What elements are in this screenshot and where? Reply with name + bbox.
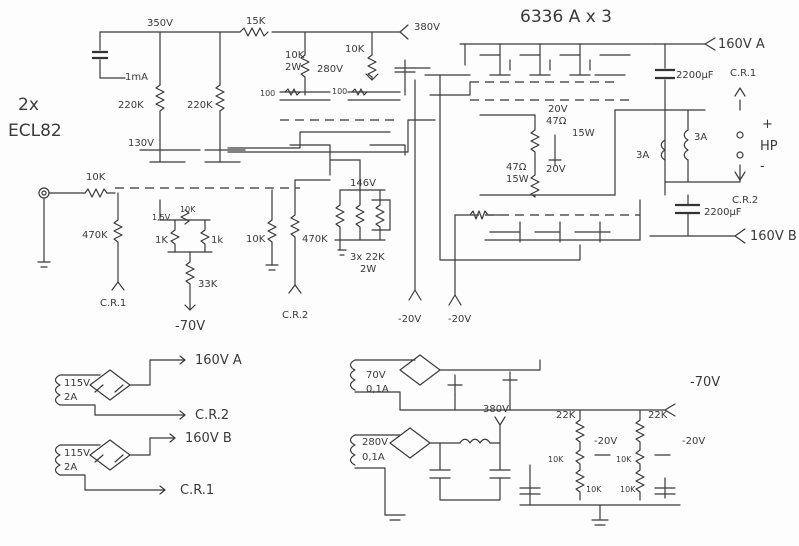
label-r100-b: 100: [332, 87, 347, 96]
label-c2200-top: 2200µF: [676, 70, 714, 81]
label-psu2-output: 160V B: [185, 431, 232, 446]
label-psu2-current: 2A: [64, 462, 77, 473]
label-r470k-a: 470K: [82, 230, 108, 241]
driver-stage: [279, 54, 431, 191]
label-r47-b-watt: 15W: [506, 174, 529, 185]
label-psu3-output: -70V: [690, 375, 720, 390]
label-r22k-b: 22K: [648, 410, 668, 421]
input-section: [37, 187, 125, 291]
label-350v: 350V: [147, 18, 173, 29]
label-r33k: 33K: [198, 279, 218, 290]
psu-minus70: [349, 354, 676, 417]
title-output-tubes: 6336 A x 3: [520, 7, 612, 27]
label-psu4-output: 380V: [483, 404, 509, 415]
label-r10k-c: 10K: [246, 234, 266, 245]
label-psu1-voltage: 115V: [64, 378, 90, 389]
label-r10k-g: 10K: [620, 485, 636, 494]
label-minus70v: -70V: [175, 319, 205, 334]
label-hp-minus: -: [760, 159, 765, 174]
label-r47-a-value: 47Ω: [546, 116, 567, 127]
label-cr2-mid: C.R.2: [282, 310, 308, 321]
label-psu3-current: 0,1A: [366, 384, 389, 395]
output-tubes-lower: [470, 199, 641, 243]
label-psu1-output: 160V A: [195, 353, 242, 368]
label-psu4-voltage: 280V: [362, 437, 388, 448]
label-160vb-right: 160V B: [750, 229, 797, 244]
label-c2200-bot: 2200µF: [704, 207, 742, 218]
input-jack-icon[interactable]: [38, 187, 50, 199]
label-r10k-f: 10K: [586, 485, 602, 494]
label-psu4-current: 0,1A: [362, 452, 385, 463]
hp-plus-terminal[interactable]: [736, 131, 744, 139]
label-160va-top: 160V A: [718, 37, 765, 52]
label-r10k-2w-watt: 2W: [285, 62, 301, 73]
label-hp-plus: +: [762, 117, 773, 132]
psu-160vb: [54, 433, 176, 495]
resistor-bank-3x22k: [334, 189, 391, 256]
label-minus20v-a: -20V: [398, 314, 421, 325]
label-r10k-2w: 10K: [285, 50, 305, 61]
label-146v: 146V: [350, 178, 376, 189]
label-r220k-b: 220K: [187, 100, 213, 111]
label-psu1-current: 2A: [64, 392, 77, 403]
label-r220k-a: 220K: [118, 100, 144, 111]
label-psu2-cr: C.R.1: [180, 483, 214, 498]
label-fuse-3a-b: 3A: [694, 132, 707, 143]
label-r15k: 15K: [246, 16, 266, 27]
label-r10k-in: 10K: [86, 172, 106, 183]
label-1v5: 1,5V: [152, 213, 171, 222]
label-minus20v-c: -20V: [594, 436, 617, 447]
psu-160va: [54, 355, 186, 420]
label-2w: 2W: [360, 264, 376, 275]
label-1ma: 1mA: [125, 72, 148, 83]
label-r10k-b: 10K: [345, 44, 365, 55]
title-ecl82-count: 2x: [18, 95, 39, 115]
output-tubes-upper: [459, 43, 666, 198]
ecl82-anode-resistors: [115, 84, 436, 189]
label-r47-b-value: 47Ω: [506, 162, 527, 173]
label-r10k-pot: 10K: [180, 205, 196, 214]
label-minus20v-d: -20V: [682, 436, 705, 447]
label-r10k-e: 10K: [616, 455, 632, 464]
label-3x22k: 3x 22K: [350, 252, 385, 263]
hp-minus-terminal[interactable]: [736, 151, 744, 159]
label-20v-b: 20V: [546, 164, 566, 175]
output-network: [649, 37, 746, 244]
label-cr2-right: C.R.2: [732, 195, 758, 206]
label-r100-a: 100: [260, 89, 275, 98]
top-rail: [92, 24, 409, 86]
grid-return-network: [265, 179, 331, 294]
label-280v: 280V: [317, 64, 343, 75]
title-ecl82: ECL82: [8, 121, 62, 141]
psu-380v: [349, 416, 511, 521]
label-380v-top: 380V: [414, 22, 440, 33]
label-r1k-a: 1K: [155, 235, 168, 246]
label-r47-a-watt: 15W: [572, 128, 595, 139]
label-r10k-d: 10K: [548, 455, 564, 464]
label-r1k-b: 1k: [211, 235, 223, 246]
label-minus20v-b: -20V: [448, 314, 471, 325]
label-cr1-top: C.R.1: [730, 68, 756, 79]
label-psu1-cr: C.R.2: [195, 408, 229, 423]
labels-layer: 6336 A x 3 2x ECL82 350V 15K 380V 160V A…: [8, 7, 797, 498]
label-r470k-b: 470K: [302, 234, 328, 245]
label-fuse-3a-a: 3A: [636, 150, 649, 161]
bias-divider-network: [519, 409, 681, 526]
label-psu2-voltage: 115V: [64, 448, 90, 459]
cathode-network: [159, 199, 213, 311]
label-r22k-a: 22K: [556, 410, 576, 421]
bias-feed-lines: [408, 74, 581, 306]
label-20v-a: 20V: [548, 104, 568, 115]
label-psu3-voltage: 70V: [366, 370, 386, 381]
label-130v: 130V: [128, 138, 154, 149]
label-hp: HP: [760, 139, 778, 154]
label-cr1-mid: C.R.1: [100, 298, 126, 309]
